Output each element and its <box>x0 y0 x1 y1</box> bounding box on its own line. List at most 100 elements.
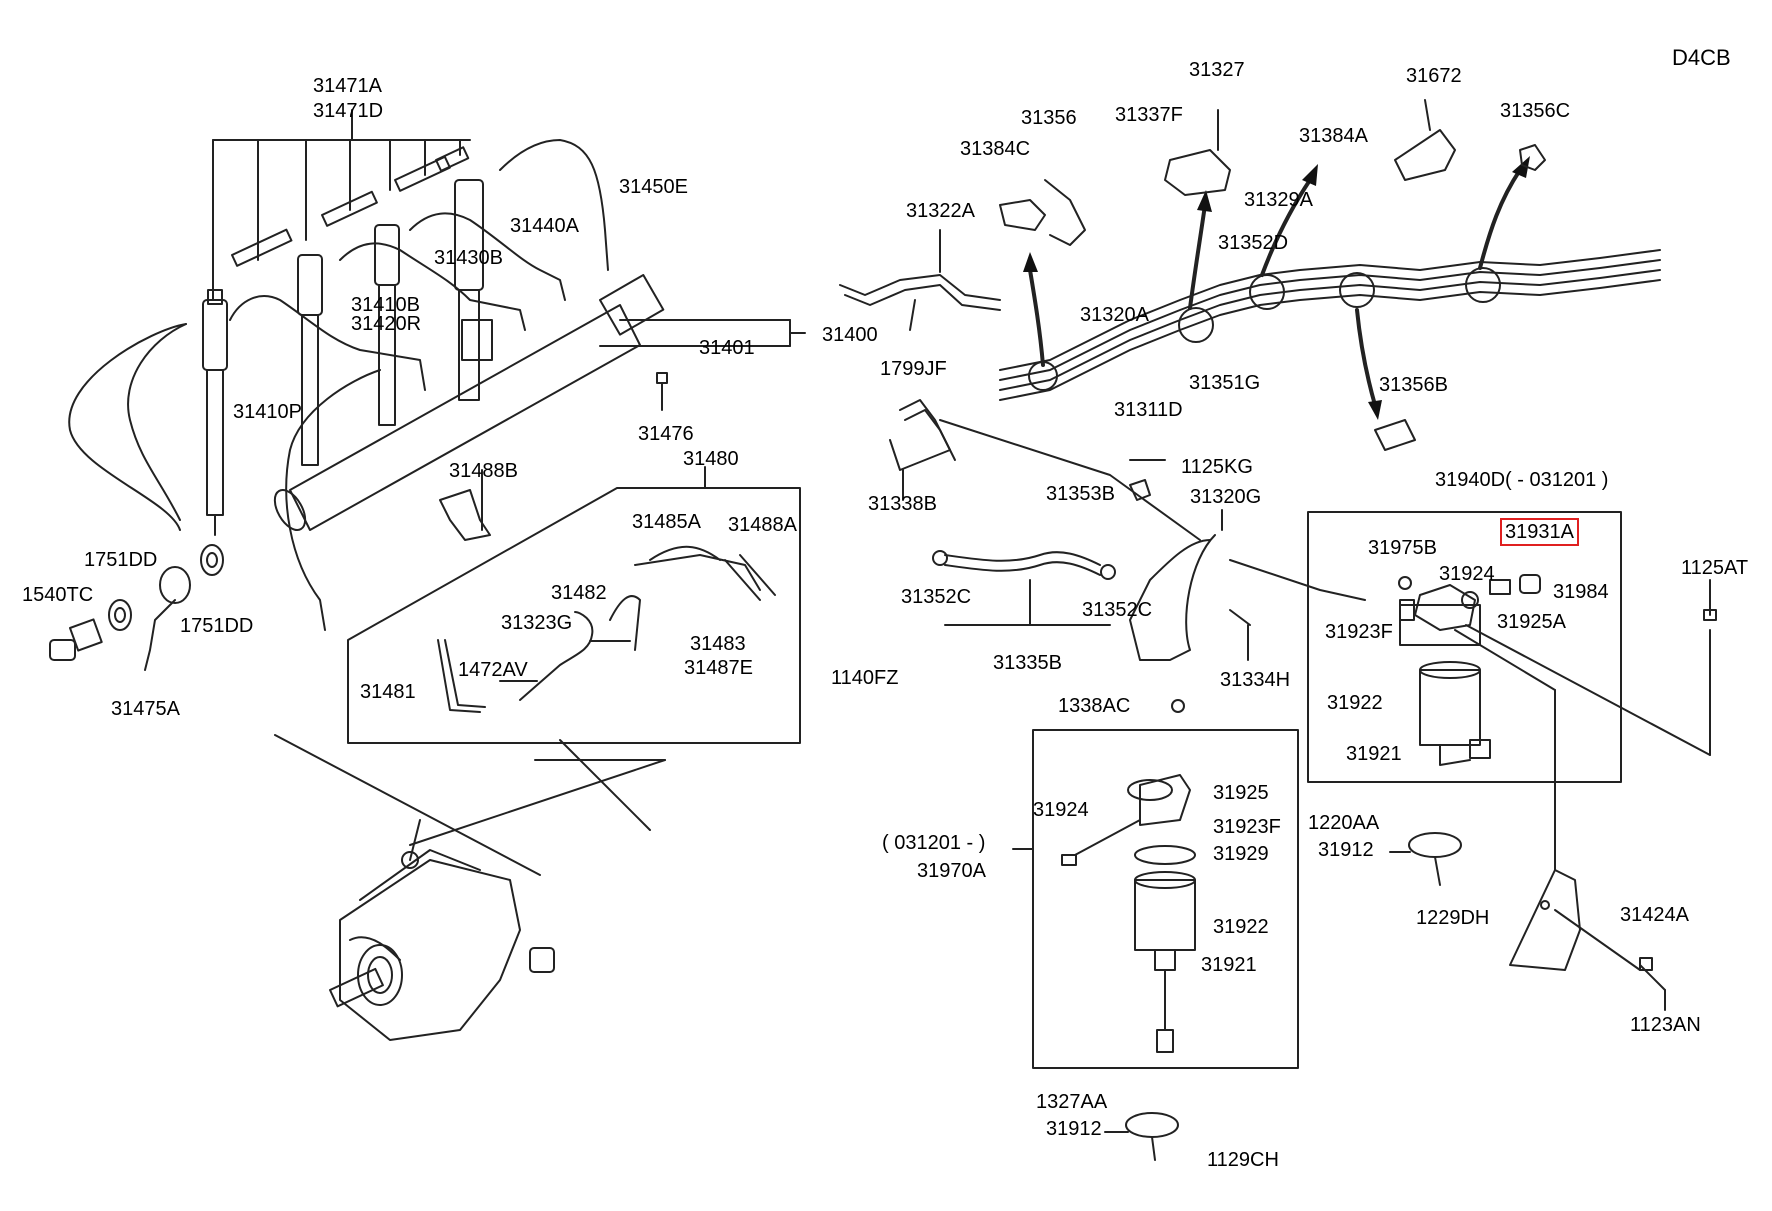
label-31480: 31480 <box>683 448 739 470</box>
label-31335B: 31335B <box>993 652 1062 674</box>
box-31940D <box>1307 511 1711 871</box>
label-31329A: 31329A <box>1244 189 1313 211</box>
label-31353B: 31353B <box>1046 483 1115 505</box>
label-31352D: 31352D <box>1218 232 1289 254</box>
label-31327: 31327 <box>1189 59 1245 81</box>
label-31352C-a: 31352C <box>901 586 972 608</box>
label-31481: 31481 <box>360 681 416 703</box>
common-rail <box>273 274 806 531</box>
label-31488A: 31488A <box>728 514 797 536</box>
clamp-31912-b <box>1104 1112 1179 1161</box>
label-31970A: 31970A <box>917 860 986 882</box>
label-31940D: 31940D( - 031201 ) <box>1435 469 1609 491</box>
label-1125AT: 1125AT <box>1681 557 1749 579</box>
fuel-pump <box>274 734 666 1041</box>
label-31925: 31925 <box>1213 782 1269 804</box>
label-31410P: 31410P <box>233 401 302 423</box>
washers-bolt <box>49 544 224 671</box>
box-31970A <box>1012 729 1299 1069</box>
label-31384C: 31384C <box>960 138 1031 160</box>
label-31430B: 31430B <box>434 247 503 269</box>
clip-31356C <box>1519 144 1546 171</box>
label-31475A: 31475A <box>111 698 180 720</box>
label-31672: 31672 <box>1406 65 1462 87</box>
label-1540TC: 1540TC <box>22 584 94 606</box>
label-31488B: 31488B <box>449 460 518 482</box>
clip-31672 <box>1394 99 1456 181</box>
label-31921-b: 31921 <box>1201 954 1257 976</box>
label-1338AC: 1338AC <box>1058 695 1131 717</box>
label-31420R: 31420R <box>351 313 422 335</box>
bracket-31424A <box>1509 869 1641 971</box>
label-1472AV: 1472AV <box>458 659 528 681</box>
label-31322A: 31322A <box>906 200 975 222</box>
label-1140FZ: 1140FZ <box>831 667 899 689</box>
label-1751DD-top: 1751DD <box>84 549 158 571</box>
high-pressure-lines <box>229 139 609 631</box>
part-31334H <box>1229 609 1251 661</box>
label-31356B: 31356B <box>1379 374 1448 396</box>
label-31352C-b: 31352C <box>1082 599 1153 621</box>
injector-1 <box>202 289 228 536</box>
line-31320G <box>1129 509 1366 661</box>
label-31975B: 31975B <box>1368 537 1437 559</box>
bracket-31488B <box>439 469 491 541</box>
label-31925A: 31925A <box>1497 611 1566 633</box>
label-31922-a: 31922 <box>1327 692 1383 714</box>
engine-code: D4CB <box>1672 45 1731 70</box>
label-31401: 31401 <box>699 337 755 359</box>
label-31471D: 31471D <box>313 100 384 122</box>
label-31471A: 31471A <box>313 75 382 97</box>
label-31924-b: 31924 <box>1033 799 1089 821</box>
label-31921-a: 31921 <box>1346 743 1402 765</box>
label-31323G: 31323G <box>501 612 573 634</box>
label-1129CH: 1129CH <box>1207 1149 1279 1171</box>
fuel-line-bundle <box>999 249 1661 401</box>
leak-off-hoses <box>68 146 470 531</box>
label-31923F-b: 31923F <box>1213 816 1281 838</box>
bolt-1125AT <box>1703 579 1717 621</box>
hose-31338B <box>889 399 1201 541</box>
label-31476: 31476 <box>638 423 694 445</box>
label-31410B: 31410B <box>351 294 420 316</box>
label-31351G: 31351G <box>1189 372 1261 394</box>
label-31922-b: 31922 <box>1213 916 1269 938</box>
clip-31356B <box>1374 419 1416 451</box>
label-31487E: 31487E <box>684 657 753 679</box>
clamp-31912-a <box>1389 832 1462 886</box>
injector-2 <box>297 254 323 466</box>
label-31424A: 31424A <box>1620 904 1689 926</box>
label-31483: 31483 <box>690 633 746 655</box>
label-31923F-a: 31923F <box>1325 621 1393 643</box>
bolt-1338AC <box>1171 699 1185 713</box>
label-31924-a: 31924 <box>1439 563 1495 585</box>
label-31912-a: 31912 <box>1318 839 1374 861</box>
arrows <box>1028 168 1522 407</box>
label-31400: 31400 <box>822 324 878 346</box>
line-31322A <box>839 229 1001 331</box>
label-31482: 31482 <box>551 582 607 604</box>
label-31356: 31356 <box>1021 107 1077 129</box>
clip-31337F <box>1164 109 1231 196</box>
bolt-1125KG <box>1129 459 1166 501</box>
label-31320A: 31320A <box>1080 304 1149 326</box>
hoses-31335B <box>932 550 1116 626</box>
clip-31384C <box>999 179 1086 246</box>
label-31485A: 31485A <box>632 511 701 533</box>
label-31440A: 31440A <box>510 215 579 237</box>
label-031201: ( 031201 - ) <box>882 832 986 854</box>
label-31356C: 31356C <box>1500 100 1571 122</box>
label-31984: 31984 <box>1553 581 1609 603</box>
arrow-heads <box>1023 156 1530 420</box>
label-31311D: 31311D <box>1114 399 1183 421</box>
label-31929: 31929 <box>1213 843 1269 865</box>
label-1229DH: 1229DH <box>1416 907 1490 929</box>
label-31320G: 31320G <box>1190 486 1262 508</box>
label-1123AN: 1123AN <box>1630 1014 1701 1036</box>
label-31450E: 31450E <box>619 176 688 198</box>
injector-callout-lines <box>212 109 471 301</box>
label-31334H: 31334H <box>1220 669 1291 691</box>
bolt-1123AN <box>1639 957 1666 1011</box>
label-1220AA: 1220AA <box>1308 812 1380 834</box>
